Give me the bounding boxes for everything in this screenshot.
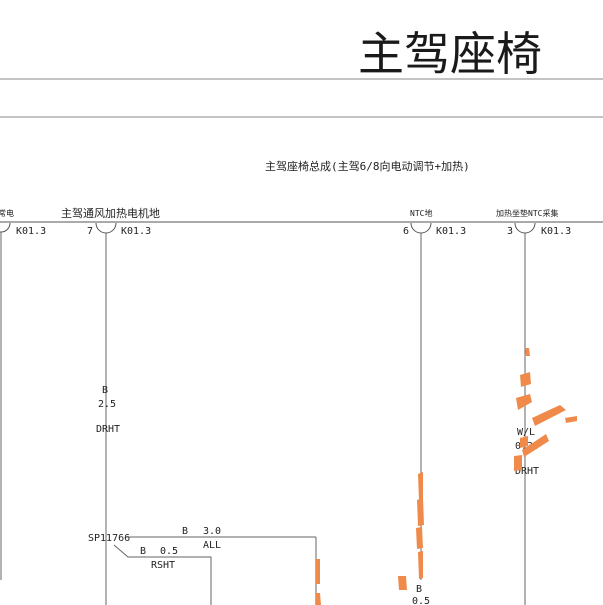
- wire-rsht-gauge: 0.5: [160, 546, 178, 557]
- wire-all-color: B: [182, 526, 188, 537]
- wire-all-gauge: 3.0: [203, 526, 221, 537]
- wire-drht-gauge: 2.5: [98, 399, 116, 410]
- pin-label-6: NTC地: [410, 208, 432, 218]
- wire-ntc-sense-gauge: 0.35: [515, 441, 539, 452]
- pin-label-7: 主驾通风加热电机地: [61, 206, 160, 220]
- wire-rsht-branch: [113, 544, 212, 605]
- pin-number-3: 3: [507, 226, 513, 237]
- highlight-mark: [416, 527, 423, 549]
- highlight-mark: [520, 436, 528, 448]
- highlight-mark: [316, 559, 320, 584]
- wire-drht-circuit: DRHT: [96, 424, 120, 435]
- pin-cup-left: [0, 222, 11, 233]
- wire-ntc-ground-gauge: 0.5: [412, 596, 430, 605]
- pin-cup-7: [95, 222, 117, 234]
- wire-ntc-sense-color: W/L: [517, 427, 535, 438]
- highlight-mark: [520, 372, 531, 387]
- highlight-mark: [516, 394, 532, 410]
- wire-rsht-circuit: RSHT: [151, 560, 175, 571]
- highlight-mark: [525, 348, 530, 356]
- wire-ntc-ground-color: B: [416, 584, 422, 595]
- splice-label: SP11766: [88, 533, 130, 544]
- highlight-mark: [316, 593, 321, 605]
- highlight-mark: [418, 472, 423, 501]
- wire-drht-color: B: [102, 385, 108, 396]
- connector-label-7: K01.3: [121, 226, 151, 237]
- highlight-mark: [398, 576, 407, 590]
- connector-label-6: K01.3: [436, 226, 466, 237]
- pin-label-3: 加热坐垫NTC采集: [496, 208, 558, 218]
- highlight-mark: [417, 498, 424, 526]
- wire-rsht-color: B: [140, 546, 146, 557]
- connector-label-left: K01.3: [16, 226, 46, 237]
- component-label: 主驾座椅总成(主驾6/8向电动调节+加热): [265, 159, 470, 173]
- pin-number-6: 6: [403, 226, 409, 237]
- connector-label-3: K01.3: [541, 226, 571, 237]
- highlight-marks: [316, 348, 577, 605]
- page-title: 主驾座椅: [358, 27, 542, 81]
- pin-label-left: 常电: [0, 208, 14, 218]
- wire-all-circuit: ALL: [203, 540, 221, 551]
- pin-cup-6: [410, 222, 432, 234]
- highlight-mark: [532, 405, 566, 426]
- highlight-mark: [418, 551, 423, 579]
- wire-ntc-sense-circuit: DRHT: [515, 466, 539, 477]
- highlight-mark: [522, 434, 549, 457]
- pin-cup-3: [514, 222, 536, 234]
- pin-number-7: 7: [87, 226, 93, 237]
- highlight-mark: [565, 416, 577, 423]
- highlight-mark: [514, 455, 522, 471]
